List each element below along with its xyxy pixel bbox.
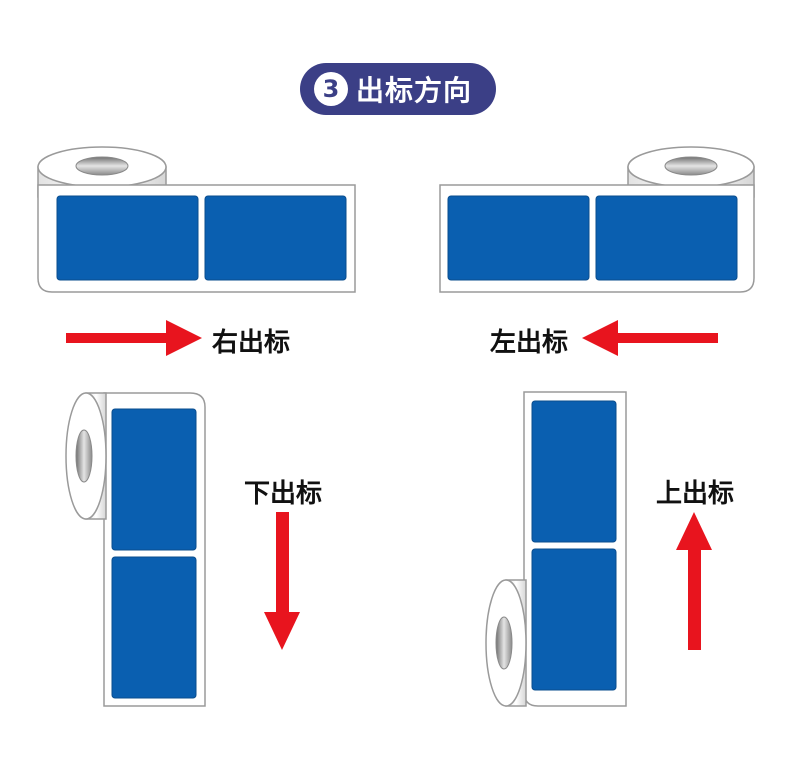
roll-core xyxy=(496,617,512,669)
down-out-label: 下出标 xyxy=(244,473,322,510)
label xyxy=(57,196,198,280)
arrow-down-icon xyxy=(264,512,300,650)
label xyxy=(112,409,196,550)
up-out-roll-illustration xyxy=(486,392,626,706)
label xyxy=(532,401,616,542)
label xyxy=(448,196,589,280)
label xyxy=(112,557,196,698)
down-out-roll-illustration xyxy=(66,393,205,706)
left-out-label: 左出标 xyxy=(490,322,568,359)
arrow-up-icon xyxy=(676,512,712,650)
roll-core xyxy=(76,157,128,175)
roll-core xyxy=(665,157,717,175)
right-out-label: 右出标 xyxy=(212,322,290,359)
arrow-left-icon xyxy=(582,320,718,356)
up-out-label: 上出标 xyxy=(656,473,734,510)
left-out-roll-illustration xyxy=(440,147,754,292)
roll-core xyxy=(76,430,92,482)
label xyxy=(596,196,737,280)
label xyxy=(205,196,346,280)
arrow-right-icon xyxy=(66,320,202,356)
right-out-roll-illustration xyxy=(38,147,355,292)
label xyxy=(532,549,616,690)
